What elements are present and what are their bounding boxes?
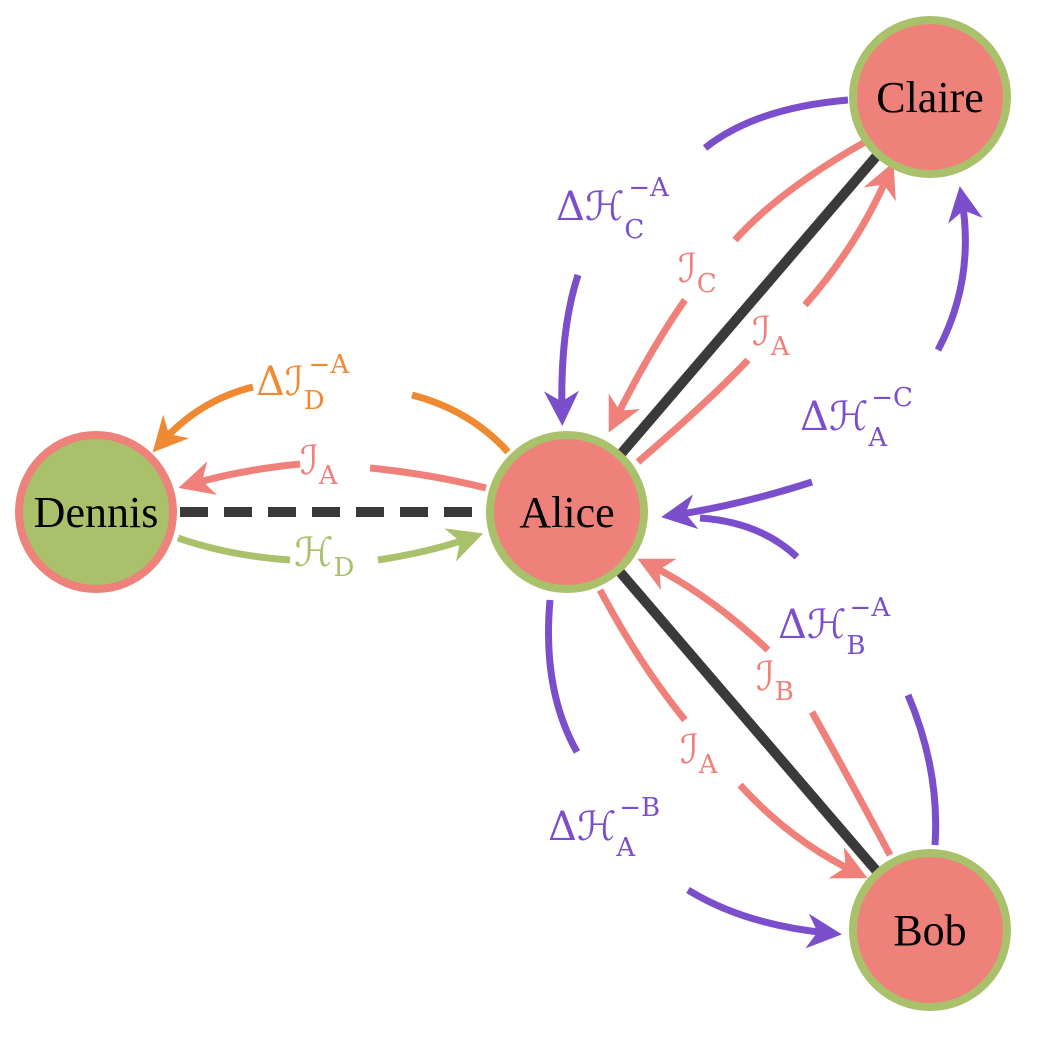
arrow-HD-to-alice-right [377,528,484,564]
arrow-dH-A-to-claire [934,186,983,352]
arrow-alice-to-claire-IA-head [802,162,896,308]
label-dH-A-minus-B: ΔℋA−B [548,793,660,863]
arrow-alice-to-bob-IA [596,588,688,723]
arrow-claire-to-alice-IC-head [608,297,688,433]
arrow-dH-A-to-bob [686,887,842,949]
arrow-bob-to-alice-IB-head [637,558,771,653]
label-I-A-claire: ℐA [752,309,791,362]
arrow-IA-to-dennis-right [369,464,487,492]
label-I-B: ℐB [756,654,794,707]
label-I-C: ℐC [678,246,717,299]
arrow-dH-B-to-alice-upper [661,478,814,530]
arrow-IA-to-dennis-left [178,460,301,495]
arrow-alice-to-claire-IA [635,357,751,465]
arrow-bob-to-alice-IB [808,710,894,857]
arrow-dH-B-to-alice-lower [699,514,800,560]
node-claire-label: Claire [876,73,984,122]
arrow-dH-B-right [904,693,940,846]
node-dennis: Dennis [15,431,177,593]
link-alice-claire [616,148,884,459]
label-dI-D-minus-A: ΔℐD−A [256,350,350,416]
label-dH-B-minus-A: ΔℋB−A [778,593,891,661]
label-dH-A-minus-C: ΔℋA−C [800,383,913,453]
node-claire: Claire [849,16,1011,178]
node-bob-label: Bob [893,906,966,955]
node-alice-label: Alice [519,488,614,537]
link-alice-bob [616,568,884,879]
arrow-dH-C-to-alice [543,273,582,426]
arrow-dI-D-to-dennis-left [152,383,254,453]
label-I-A-dennis: ℐA [300,438,339,491]
node-alice: Alice [486,431,648,593]
node-dennis-label: Dennis [34,488,159,537]
label-H-D: ℋD [294,530,354,583]
arrow-dH-A-left [545,599,581,754]
label-I-A-bob: ℐA [680,727,719,780]
label-dH-C-minus-A: ΔℋC−A [556,173,670,245]
arrow-alice-to-bob-IA-head [737,782,868,879]
arrow-dI-D-to-dennis-right [411,391,511,455]
arrow-dH-C-top [702,96,849,151]
arrow-HD-to-alice-left [176,534,291,564]
arrow-claire-to-alice-IC [732,138,867,243]
node-bob: Bob [849,849,1011,1011]
